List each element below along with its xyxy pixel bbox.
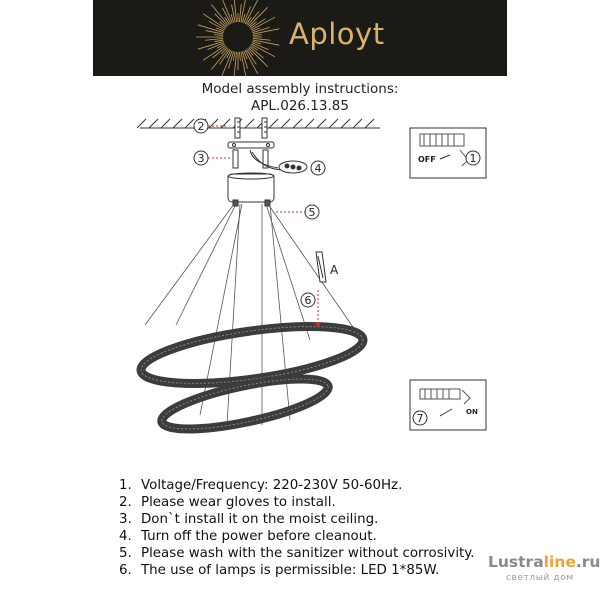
inset-switch-off: OFF 1 <box>409 127 487 179</box>
svg-text:1: 1 <box>470 152 477 165</box>
svg-text:6: 6 <box>305 294 312 307</box>
canopy <box>227 172 275 207</box>
svg-text:7: 7 <box>417 412 424 425</box>
inset-switch-on: 7 ON <box>409 379 487 431</box>
callout-5: 5 <box>276 204 320 220</box>
svg-text:3: 3 <box>198 152 205 165</box>
sunburst-logo-icon <box>196 0 280 76</box>
ceiling <box>136 118 380 129</box>
svg-text:ON: ON <box>466 408 478 416</box>
wiring <box>249 149 308 174</box>
svg-text:A: A <box>330 263 339 277</box>
instruction-item: 1.Voltage/Frequency: 220-230V 50-60Hz. <box>119 478 403 493</box>
callout-2: 2 <box>193 118 228 134</box>
watermark-brand: Lustraline.ru <box>488 553 600 571</box>
svg-text:5: 5 <box>309 206 316 219</box>
ceiling-screws <box>234 117 268 139</box>
brand-banner: Aployt <box>93 0 507 76</box>
model-number: APL.026.13.85 <box>251 98 349 114</box>
watermark-tagline: светлый дом <box>506 573 574 583</box>
watermark-logo: Lustraline.ru светлый дом <box>488 553 600 597</box>
callout-4: 4 <box>310 160 326 176</box>
rod-a: A <box>315 251 339 283</box>
instruction-item: 4.Turn off the power before cleanout. <box>119 529 377 544</box>
crystal-rings <box>136 322 368 434</box>
assembly-diagram: 2 3 4 5 A 6 OFF 1 <box>136 117 487 434</box>
instructions-list: 1.Voltage/Frequency: 220-230V 50-60Hz. 2… <box>119 477 475 579</box>
document-title: Model assembly instructions: <box>201 81 399 97</box>
instruction-item: 5.Please wash with the sanitizer without… <box>119 546 475 561</box>
brand-name: Aployt <box>289 17 385 51</box>
instruction-item: 2.Please wear gloves to install. <box>119 495 336 510</box>
svg-text:4: 4 <box>315 162 322 175</box>
callout-6: 6 <box>300 290 321 328</box>
instruction-item: 6.The use of lamps is permissible: LED 1… <box>119 563 440 578</box>
svg-text:OFF: OFF <box>418 155 436 164</box>
instruction-item: 3.Don`t install it on the moist ceiling. <box>119 512 379 527</box>
mounting-plate <box>227 141 275 169</box>
svg-text:2: 2 <box>198 120 205 133</box>
callout-3: 3 <box>193 150 232 166</box>
